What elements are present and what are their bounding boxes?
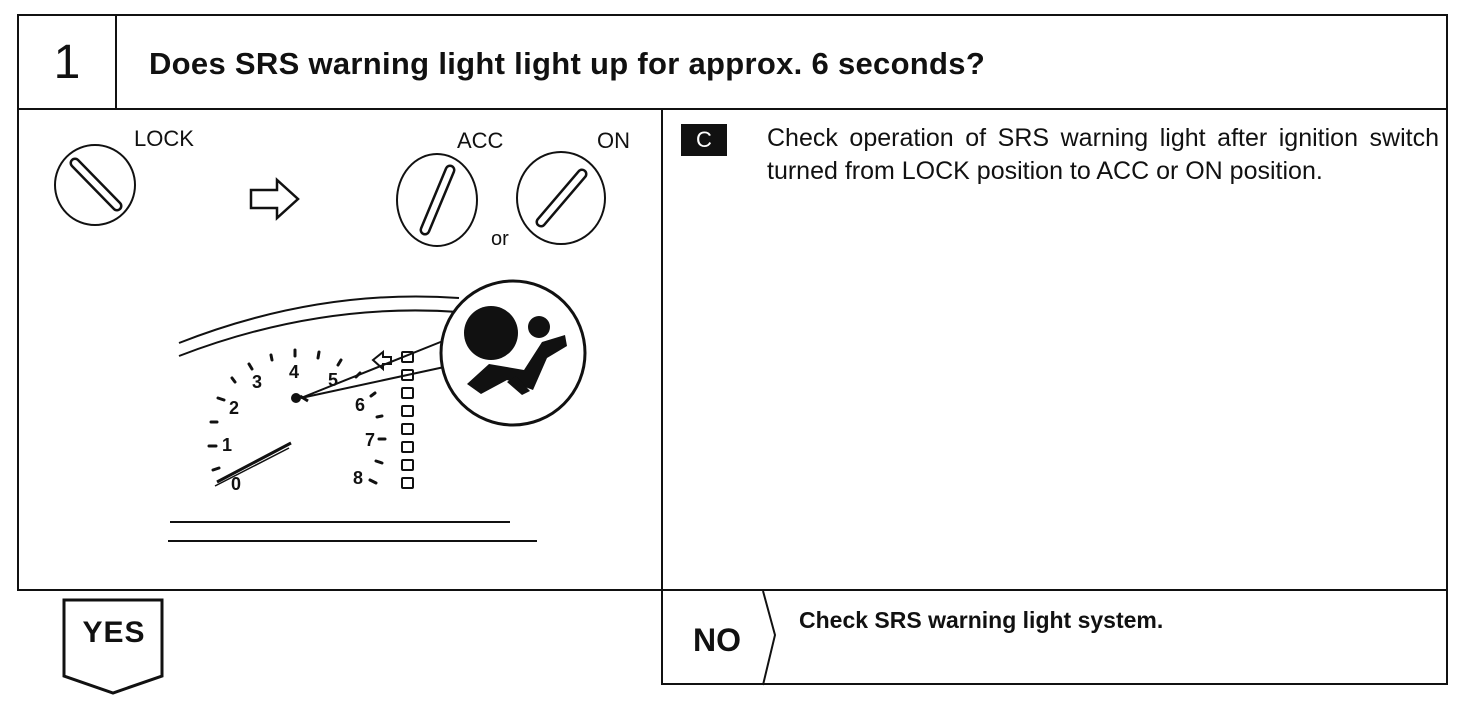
yes-arrow-shape [62,598,164,695]
on-label: ON [597,128,630,153]
lock-label: LOCK [134,126,194,151]
gauge-number-6: 6 [355,395,365,415]
gauge-number-8: 8 [353,468,363,488]
illustration-panel: LOCK ACC ON or [17,108,663,591]
gauge-number-2: 2 [229,398,239,418]
yes-branch: YES [62,598,166,696]
no-action-text: Check SRS warning light system. [799,607,1164,633]
right-arrow-icon [249,177,300,221]
instruction-text: Check operation of SRS warning light aft… [767,124,1439,185]
instruction-panel: C Check operation of SRS warning light a… [661,108,1448,591]
or-label: or [491,228,509,250]
gauge-number-4: 4 [289,362,299,382]
step-number: 1 [19,16,117,108]
gauge-number-1: 1 [222,435,232,455]
ignition-key-lock-icon [54,144,136,226]
no-arrow-divider [762,591,777,686]
no-label: NO [693,622,741,658]
illustration: LOCK ACC ON or [54,126,630,542]
srs-airbag-warning-icon [439,279,587,427]
gauge-number-3: 3 [252,372,262,392]
step-header: 1 Does SRS warning light light up for ap… [17,14,1448,110]
gauge-number-0: 0 [231,474,241,494]
step-question: Does SRS warning light light up for appr… [149,46,986,81]
gauge-number-5: 5 [328,370,338,390]
acc-label: ACC [457,128,504,153]
yes-label: YES [82,616,146,649]
ignition-key-on-icon [516,151,606,245]
gauge-number-7: 7 [365,430,375,450]
ignition-key-acc-icon [396,153,478,247]
tachometer-gauge-icon: 0 1 2 3 4 5 6 7 8 [168,295,537,542]
instruction-badge: C [681,124,727,156]
no-branch: NO Check SRS warning light system. [661,589,1448,686]
